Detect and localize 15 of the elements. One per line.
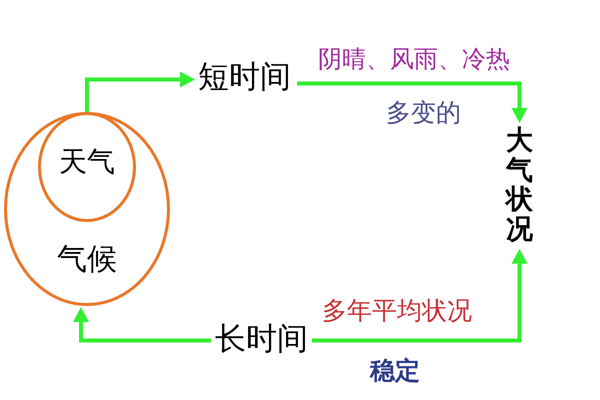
node-label: 天气 <box>59 148 115 176</box>
edge-note: 多变的 <box>386 100 461 125</box>
arrow <box>85 72 195 112</box>
inner-circle <box>38 112 136 222</box>
term-label: 长时间 <box>215 324 308 355</box>
edge-label: 多年平均状况 <box>322 298 472 323</box>
term-label: 短时间 <box>198 62 291 93</box>
outer-ellipse <box>4 112 170 306</box>
edge-note: 稳定 <box>370 358 420 383</box>
arrow <box>297 82 528 123</box>
edge-label: 阴晴、风雨、冷热 <box>318 47 510 71</box>
arrow <box>73 307 211 342</box>
arrow <box>312 248 528 342</box>
vertical-term-label: 大气状况 <box>506 126 533 245</box>
node-label: 气候 <box>57 245 117 275</box>
